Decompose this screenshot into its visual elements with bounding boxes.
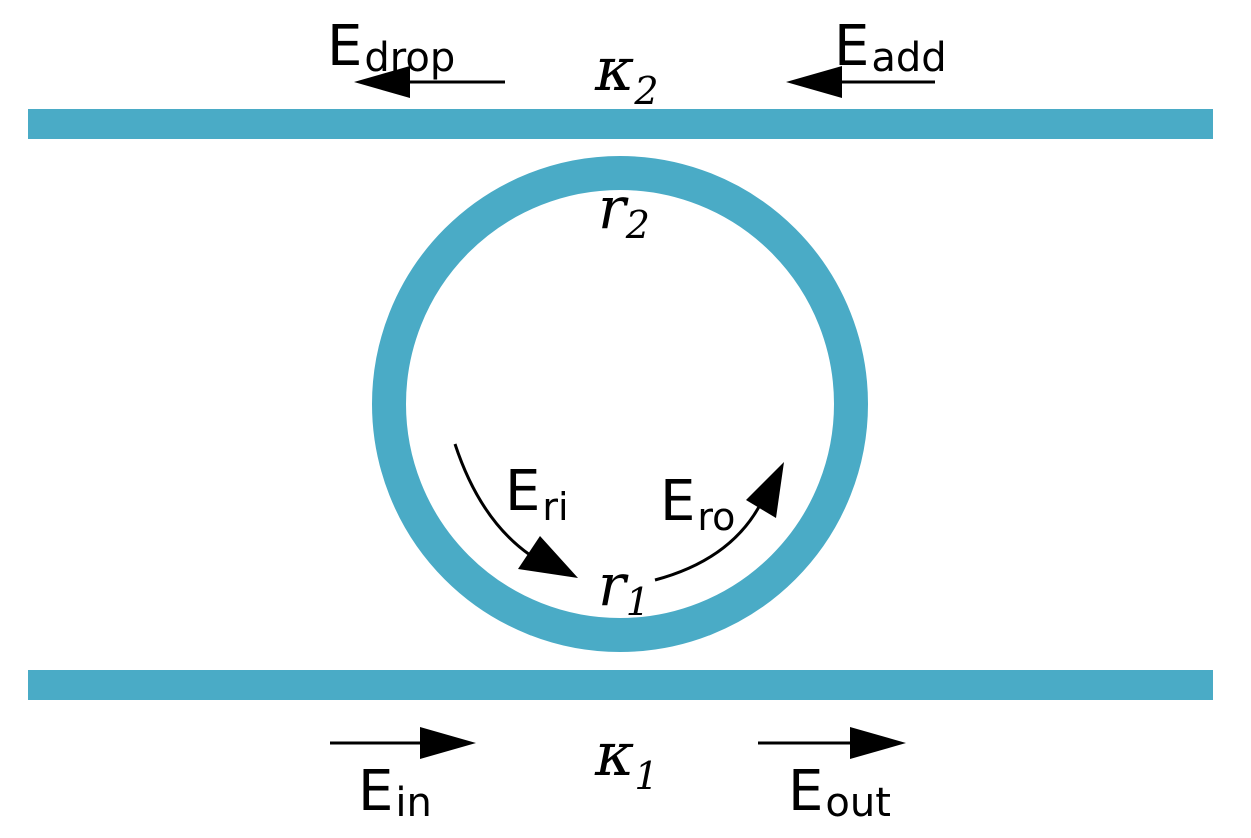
- top-bus-waveguide: [28, 109, 1213, 139]
- label-e-in: Ein: [358, 759, 432, 826]
- label-r-2: r2: [598, 174, 650, 247]
- input-arrow: [330, 727, 476, 759]
- label-e-drop: Edrop: [327, 14, 455, 81]
- label-r-1: r1: [598, 551, 650, 624]
- label-kappa-2: κ2: [594, 35, 659, 113]
- label-e-ri: Eri: [505, 459, 569, 529]
- ring-output-arrow: [654, 462, 784, 582]
- bottom-bus-waveguide: [28, 670, 1213, 700]
- output-arrow: [758, 727, 906, 759]
- label-e-out: Eout: [788, 759, 891, 826]
- label-e-add: Eadd: [834, 14, 947, 81]
- ring-resonator: [372, 156, 868, 652]
- label-e-ro: Ero: [660, 469, 735, 539]
- ring-input-arrow: [453, 443, 578, 578]
- add-arrow: [786, 66, 935, 98]
- label-kappa-1: κ1: [594, 720, 659, 798]
- drop-arrow: [354, 66, 505, 98]
